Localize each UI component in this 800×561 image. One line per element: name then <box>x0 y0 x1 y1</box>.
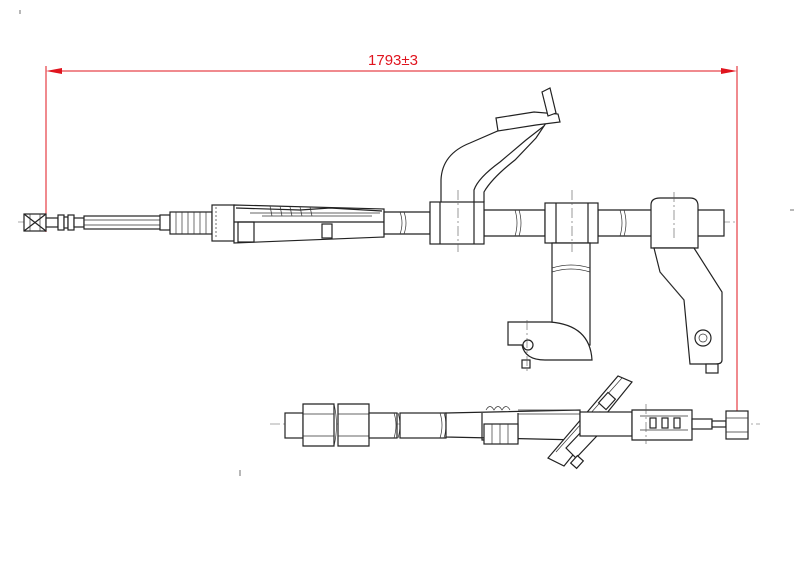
sheet-marks <box>19 10 794 476</box>
threaded-rod <box>83 214 171 231</box>
dimension-label: 1793±3 <box>368 52 418 69</box>
bracket-hook <box>429 87 561 245</box>
bracket-middle <box>507 202 599 372</box>
bottom-conduit <box>445 406 581 445</box>
bracket-angled <box>650 192 723 374</box>
top-view <box>18 87 735 374</box>
dimension-arrow-left <box>46 68 62 74</box>
left-end-fitting <box>23 213 85 232</box>
bottom-grommets <box>284 403 447 447</box>
conduit-housing <box>233 204 385 244</box>
end-nipple <box>725 410 749 440</box>
dimension-arrow-right <box>721 68 737 74</box>
bracket-tab <box>495 111 561 132</box>
overall-length-dimension: 1793±3 <box>45 52 738 412</box>
bottom-right-end <box>579 404 749 444</box>
adjuster-nut <box>211 204 235 242</box>
housing-clip-right <box>321 223 333 239</box>
ribbed-adjuster <box>169 211 213 235</box>
mounting-hole <box>694 329 712 347</box>
housing-clip-left <box>237 221 255 243</box>
bottom-view <box>270 375 760 470</box>
